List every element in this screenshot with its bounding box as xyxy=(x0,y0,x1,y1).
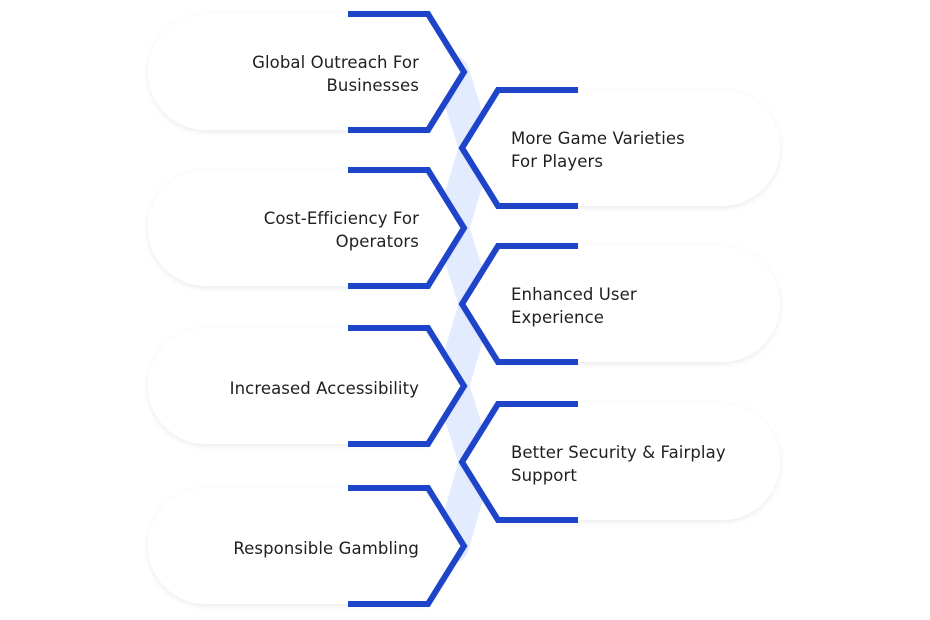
card-body xyxy=(148,14,464,130)
card-chevron-border xyxy=(458,243,578,365)
benefit-card xyxy=(458,401,780,523)
benefit-card xyxy=(148,325,468,447)
benefit-card xyxy=(148,485,468,607)
card-body xyxy=(462,246,780,362)
card-body xyxy=(148,488,464,604)
card-layer xyxy=(148,11,780,607)
benefit-card xyxy=(148,167,468,289)
benefit-label: Responsible Gambling xyxy=(233,538,419,558)
benefit-card xyxy=(458,87,780,209)
card-chevron-border xyxy=(458,87,578,209)
benefit-card xyxy=(148,11,468,133)
card-chevron-border xyxy=(348,167,468,289)
card-chevron-border xyxy=(348,485,468,607)
card-body xyxy=(462,404,780,520)
card-body xyxy=(148,328,464,444)
card-body xyxy=(462,90,780,206)
card-chevron-border xyxy=(348,11,468,133)
benefit-label: Increased Accessibility xyxy=(229,378,419,398)
card-chevron-border xyxy=(458,401,578,523)
card-chevron-border xyxy=(348,325,468,447)
card-body xyxy=(148,170,464,286)
benefit-card xyxy=(458,243,780,365)
